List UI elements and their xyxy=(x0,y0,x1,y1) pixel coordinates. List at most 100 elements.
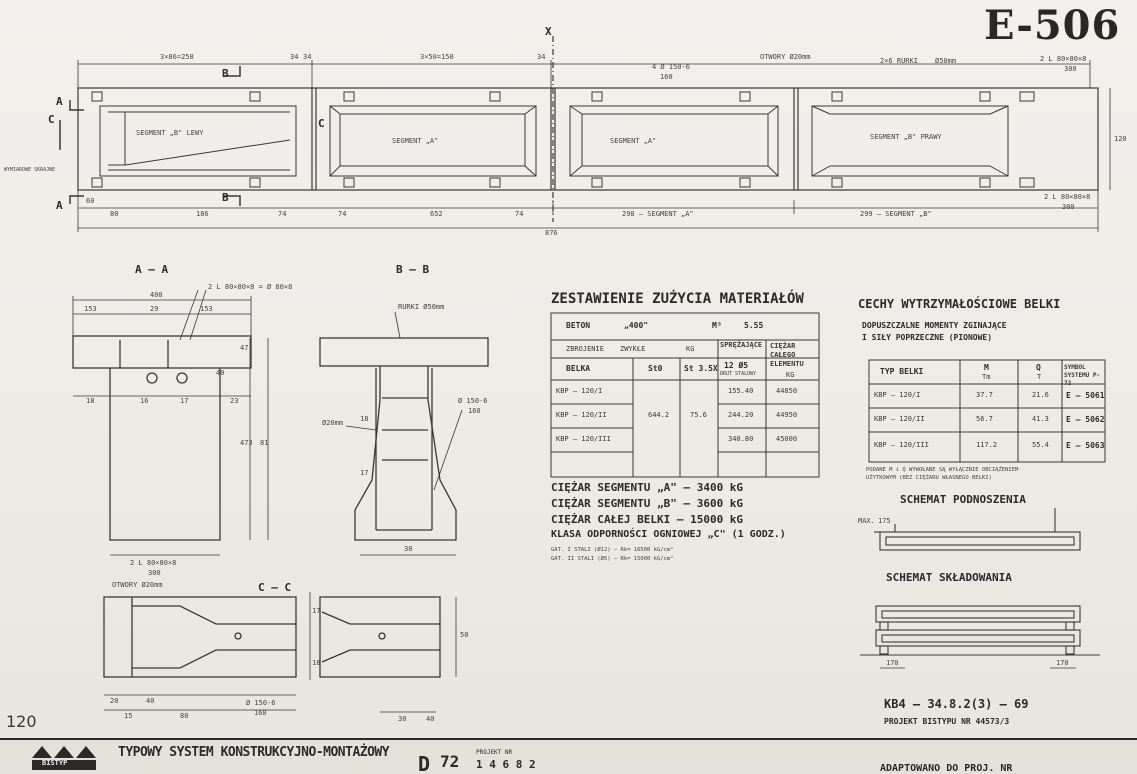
pipes-label: 2×6 RURKI xyxy=(880,57,918,65)
dim-label: 186 xyxy=(196,210,209,218)
sheet-code: E-506 xyxy=(984,2,1121,49)
strength-note: UŻYTKOWYM (BEZ CIĘŻARU WŁASNEGO BELKI) xyxy=(866,475,992,481)
col-spr-sub: 12 Ø5 xyxy=(724,361,749,370)
weight-line: CIĘŻAR SEGMENTU „A" – 3400 kG xyxy=(551,481,744,494)
str-row-q: 41.3 xyxy=(1032,415,1049,423)
aa-dim: 153 xyxy=(200,305,213,313)
str-row-m: 56.7 xyxy=(976,415,993,423)
side-label: WYMIAROWE SKRAJNE xyxy=(4,167,56,173)
dim-label: 60 xyxy=(86,197,95,205)
col-m: M xyxy=(984,363,989,372)
col-st35: St 3.5X xyxy=(684,364,718,373)
bb-hole-label: Ø 150-6 xyxy=(458,397,488,405)
cc-dim: 40 xyxy=(146,697,155,705)
logo-text: BISTYP xyxy=(42,759,68,767)
title-block xyxy=(0,738,1137,774)
section-aa-drawing xyxy=(72,289,269,556)
fire-class-line: KLASA ODPORNOŚCI OGNIOWEJ „C" (1 GODZ.) xyxy=(551,529,786,540)
system-title: TYPOWY SYSTEM KONSTRUKCYJNO-MONTAŻOWY xyxy=(118,745,390,760)
col-st0: St0 xyxy=(648,364,663,373)
strength-subtitle: I SIŁY POPRZECZNE (PIONOWE) xyxy=(862,333,993,342)
total-length: 876 xyxy=(545,229,558,237)
aa-dim: 23 xyxy=(230,397,239,405)
height-label: 120 xyxy=(1114,135,1127,143)
center-axis-label: X xyxy=(545,25,552,38)
angle-top-label: 2 L 80×80×8 xyxy=(1040,55,1087,63)
angle-top-sub: 300 xyxy=(1064,65,1077,73)
mat-row-ciezar: 44850 xyxy=(776,387,798,395)
aa-dim: 473 xyxy=(240,439,253,447)
aa-angle2-sub: 300 xyxy=(148,569,161,577)
section-bb-drawing xyxy=(319,311,489,556)
col-m-unit: Tm xyxy=(982,373,991,381)
section-cc-drawing xyxy=(103,592,457,713)
str-row-q: 55.4 xyxy=(1032,441,1049,449)
section-bb-title: B – B xyxy=(396,263,430,276)
cc-dim: 18 xyxy=(312,659,321,667)
segment-label: SEGMENT „B" PRAWY xyxy=(870,133,942,141)
col-q: Q xyxy=(1036,363,1041,372)
aa-dim: 153 xyxy=(84,305,97,313)
project-number: 1 4 6 8 2 xyxy=(476,758,536,771)
pipe-dia-label: Ø50mm xyxy=(935,57,957,65)
bb-rurki-label: RURKI Ø50mm xyxy=(398,303,445,311)
project-label: PROJEKT NR xyxy=(476,749,513,756)
section-cc-title: C – C xyxy=(258,581,292,594)
lifting-title: SCHEMAT PODNOSZENIA xyxy=(900,493,1026,506)
dim-label: 74 xyxy=(278,210,287,218)
beton-label: BETON xyxy=(566,321,591,330)
segment-a-length: 298 — SEGMENT „A" xyxy=(622,210,694,218)
hole-spec-sub: 160 xyxy=(660,73,673,81)
col-belka: BELKA xyxy=(566,364,591,373)
str-row-symbol: E – 5063 xyxy=(1066,441,1105,450)
segment-b-length: 299 — SEGMENT „B" xyxy=(860,210,932,218)
footer-number: 72 xyxy=(440,752,460,771)
weight-line: CIĘŻAR SEGMENTU „B" – 3600 kG xyxy=(551,497,744,510)
materials-title: ZESTAWIENIE ZUŻYCIA MATERIAŁÓW xyxy=(551,291,804,307)
catalog-project: PROJEKT BISTYPU NR 44573/3 xyxy=(884,717,1010,726)
zbrojenie-label: ZBROJENIE xyxy=(566,345,604,353)
aa-dim: 40 xyxy=(216,369,225,377)
col-type: TYP BELKI xyxy=(880,367,924,376)
col-spr-sub2: DRUT STALOWY xyxy=(720,371,757,377)
storage-scheme-drawing xyxy=(860,605,1100,669)
bb-dim: 30 xyxy=(404,545,413,553)
aa-angle2: 2 L 80×80×8 xyxy=(130,559,177,567)
lifting-max-value: 175 xyxy=(878,517,891,525)
storage-dim: 170 xyxy=(1056,659,1069,667)
bb-hole-sub: 160 xyxy=(468,407,481,415)
holes-label: OTWORY Ø20mm xyxy=(760,53,811,61)
dim-label: 3×50=150 xyxy=(420,53,454,61)
mat-row-ciezar: 44950 xyxy=(776,411,798,419)
str-row-m: 117.2 xyxy=(976,441,998,449)
storage-title: SCHEMAT SKŁADOWANIA xyxy=(886,571,1012,584)
footer-letter: D xyxy=(418,752,431,774)
dim-label: 3×86=258 xyxy=(160,53,194,61)
dim-label: 34 xyxy=(303,53,312,61)
dim-label: 34 xyxy=(290,53,299,61)
lifting-scheme-drawing xyxy=(874,508,1081,551)
section-mark-a: A xyxy=(56,95,63,108)
str-row-type: KBP – 120/I xyxy=(874,391,921,399)
steel-note: GAT. II STALI (Ø5) – Rk= 15000 kG/cm² xyxy=(551,556,674,562)
mat-row-belka: KBP – 120/II xyxy=(556,411,607,419)
cc-dim: 15 xyxy=(124,712,133,720)
str-row-m: 37.7 xyxy=(976,391,993,399)
cc-dim: 50 xyxy=(460,631,469,639)
mat-row-belka: KBP – 120/I xyxy=(556,387,603,395)
angle-bot-label: 2 L 80×80×8 xyxy=(1044,193,1091,201)
aa-dim: 47 xyxy=(240,344,249,352)
beton-unit: M³ xyxy=(712,321,722,330)
bb-dim: 17 xyxy=(360,469,369,477)
col-symbol: SYMBOL SYSTEMU P-72 xyxy=(1064,364,1101,387)
zwykle-label: ZWYKŁE xyxy=(620,345,646,353)
dim-label: 34 xyxy=(537,53,546,61)
section-mark-c: C xyxy=(48,113,55,126)
angle-bot-sub: 300 xyxy=(1062,203,1075,211)
adapted-label: ADAPTOWANO DO PROJ. NR xyxy=(880,763,1013,774)
str-row-type: KBP – 120/II xyxy=(874,415,925,423)
page-number: 120 xyxy=(6,712,37,731)
mat-row-ciezar: 45000 xyxy=(776,435,798,443)
materials-table-grid xyxy=(550,312,820,478)
dim-label: 80 xyxy=(110,210,119,218)
